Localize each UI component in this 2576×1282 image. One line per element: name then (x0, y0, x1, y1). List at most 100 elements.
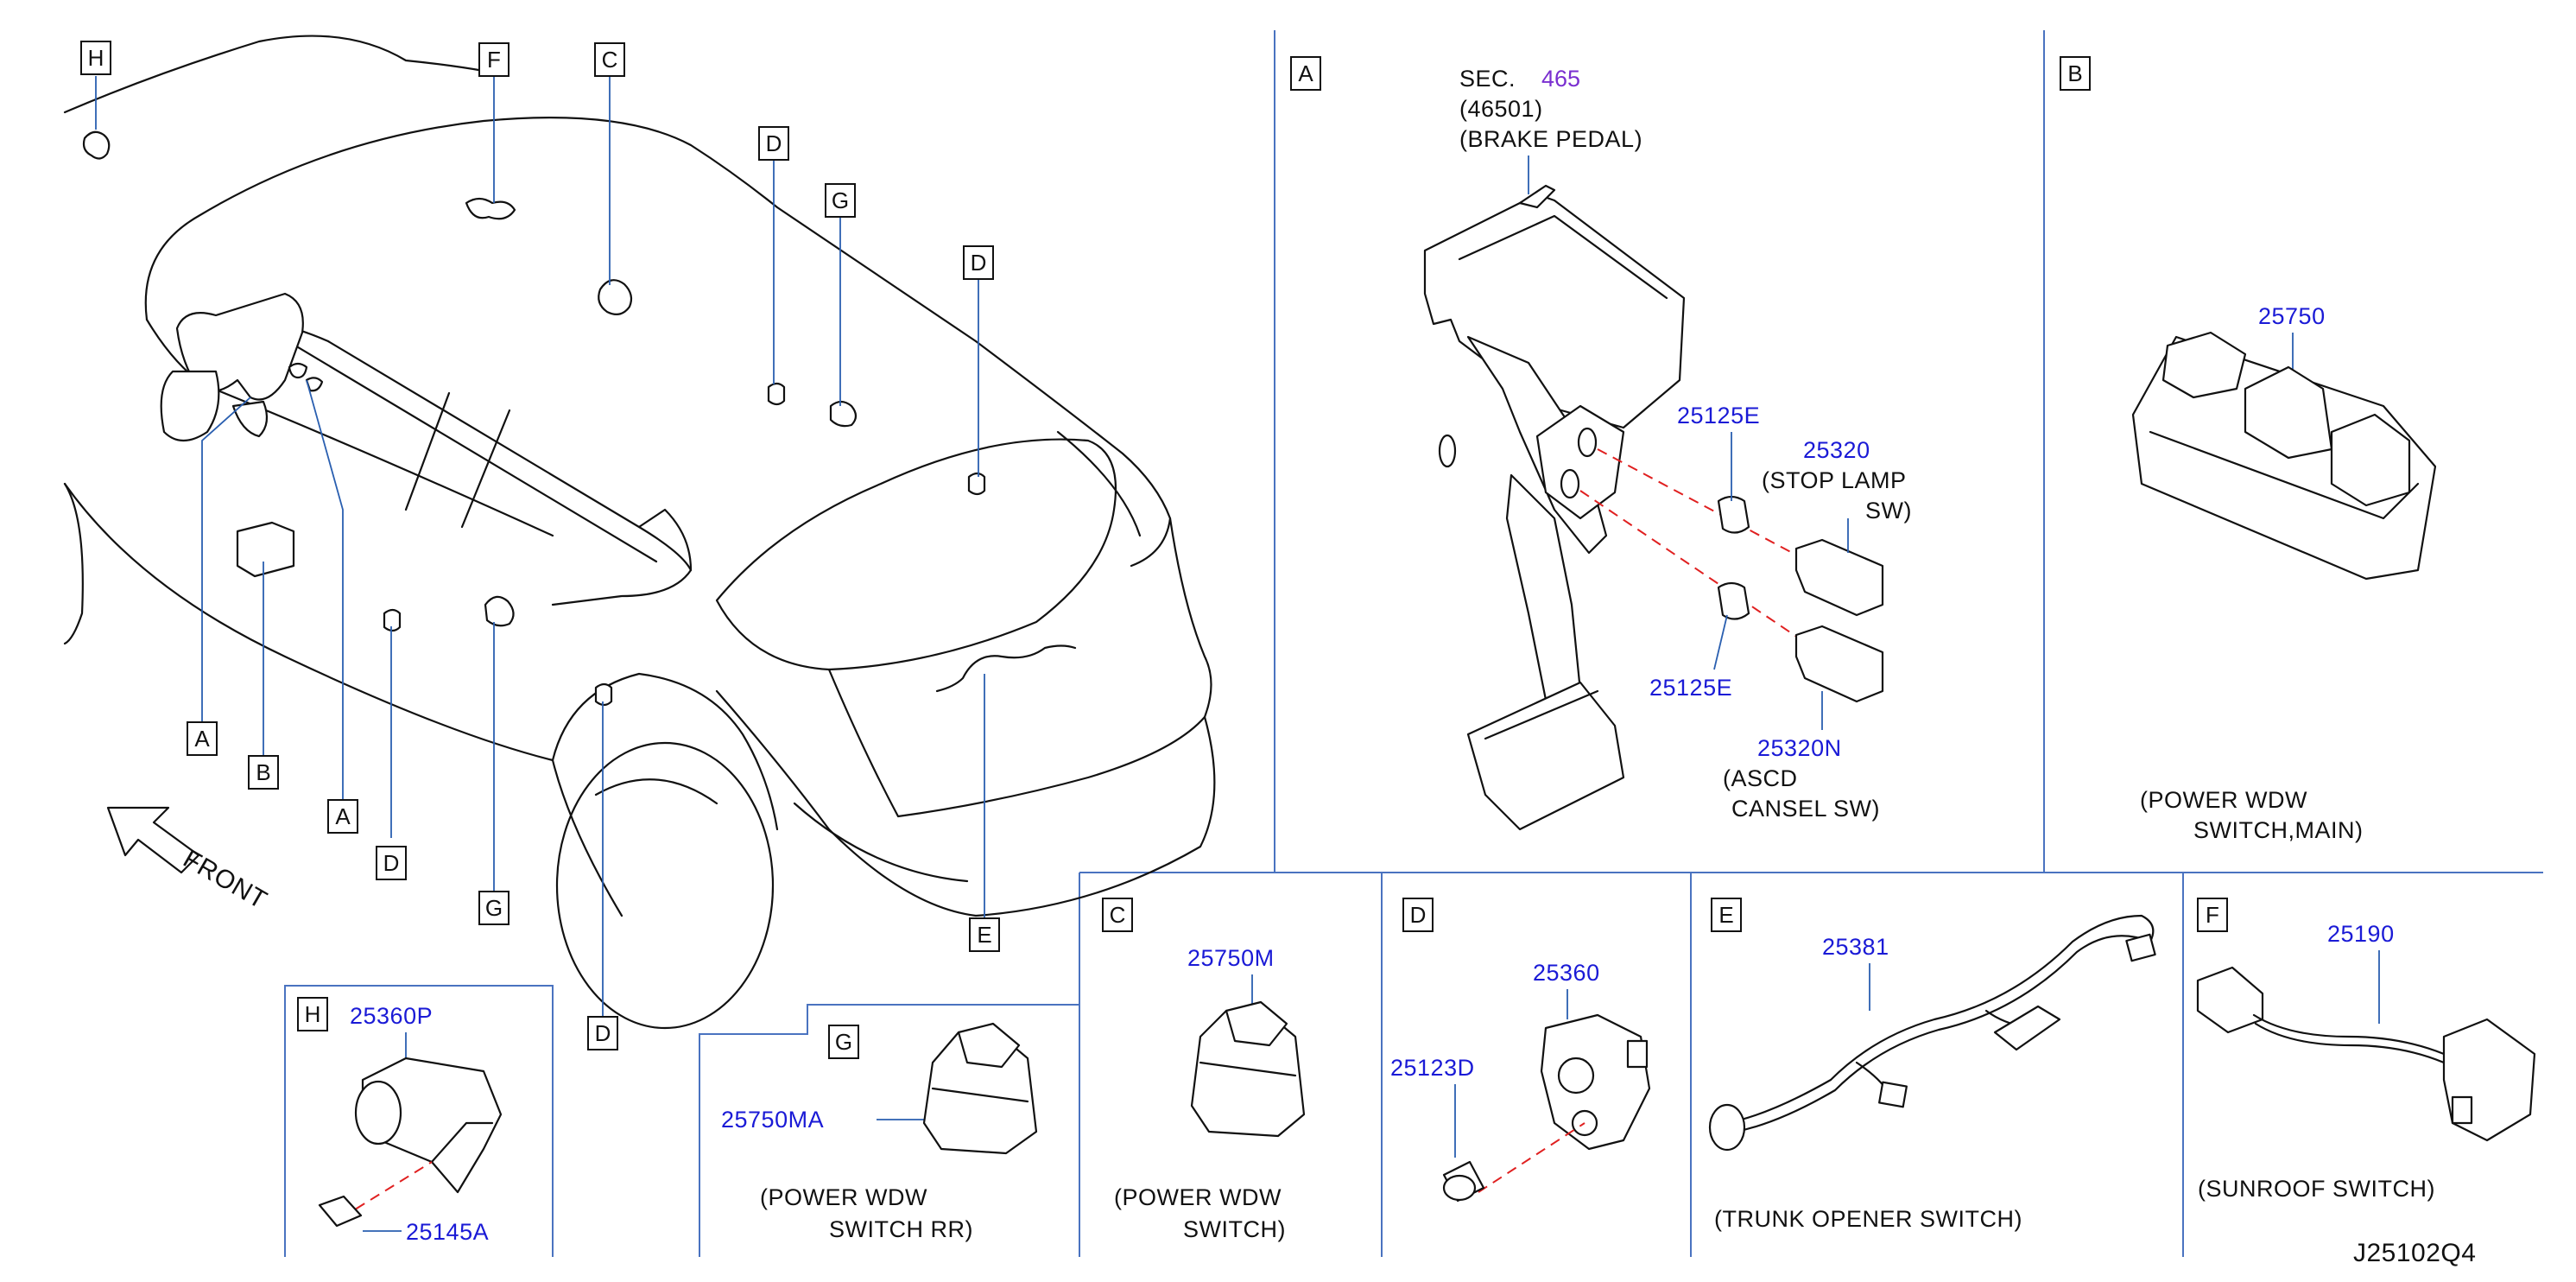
callout-f: F (478, 42, 510, 77)
panel-g-letter: G (835, 1029, 852, 1055)
ascd-label-1: (ASCD (1723, 765, 1798, 791)
rear-window-switch-illustration (922, 1022, 1038, 1155)
part-number-25190: 25190 (2327, 921, 2395, 947)
panel-d-tag (1402, 898, 1434, 932)
bushing-25125e-bottom (1717, 581, 1750, 620)
svg-text:F: F (487, 47, 501, 73)
panel-c: C 25750M (POWER WDW SWITCH) (1102, 898, 1306, 1242)
callout-c: C (594, 42, 625, 77)
panel-a-tag (1290, 56, 1321, 91)
callout-d-3: D (376, 846, 407, 880)
part-g-icon-2 (484, 595, 515, 627)
panel-e-tag (1711, 898, 1742, 932)
callout-a-2: A (327, 799, 358, 834)
sec-number: 465 (1541, 66, 1580, 92)
ascd-cancel-switch (1794, 625, 1884, 703)
part-g-icon-1 (829, 400, 858, 428)
panel-f-tag (2197, 898, 2228, 932)
panel-h: H 25360P 25145A (297, 997, 503, 1245)
panel-c-caption-1: (POWER WDW (1114, 1184, 1282, 1210)
svg-text:E: E (977, 922, 991, 948)
part-number-25750ma: 25750MA (721, 1107, 824, 1133)
panel-e-caption: (TRUNK OPENER SWITCH) (1714, 1206, 2022, 1232)
sec-part-number: (46501) (1459, 96, 1543, 122)
hatch-switch-illustration (354, 1057, 503, 1194)
main-window-switch-illustration (2131, 331, 2437, 581)
panel-b: B 25750 (POWER WDW SWITCH,MAIN) (2060, 56, 2437, 843)
panel-f: F 25190 (SUNROOF SWITCH) (2196, 898, 2536, 1202)
window-switch-illustration (1190, 1000, 1306, 1138)
callout-h: H (80, 41, 111, 75)
part-f-icon (465, 197, 516, 220)
callout-a-1: A (187, 721, 218, 756)
svg-text:D: D (595, 1020, 611, 1046)
part-number-25125e-bottom: 25125E (1649, 675, 1732, 701)
panel-h-tag (297, 997, 328, 1031)
panel-f-letter: F (2206, 902, 2219, 928)
panel-d-letter: D (1410, 902, 1427, 928)
part-number-25125e-top: 25125E (1677, 403, 1760, 428)
bushing-25125e-top (1717, 495, 1750, 534)
svg-text:A: A (194, 726, 210, 752)
panel-f-caption: (SUNROOF SWITCH) (2198, 1176, 2435, 1202)
panel-c-tag (1102, 898, 1133, 932)
panel-c-caption-2: SWITCH) (1183, 1216, 1286, 1242)
panel-g-tag (828, 1025, 859, 1059)
part-number-25320: 25320 (1803, 437, 1870, 463)
part-c-icon (598, 279, 633, 316)
front-direction-arrow: FRONT (106, 806, 272, 915)
panel-b-letter: B (2067, 60, 2082, 86)
part-number-25145a: 25145A (406, 1219, 489, 1245)
callout-g-2: G (478, 891, 510, 925)
callout-e: E (969, 917, 1000, 952)
part-b-icon (236, 521, 295, 578)
panel-h-letter: H (305, 1001, 321, 1027)
svg-text:H: H (88, 45, 104, 71)
svg-text:A: A (335, 803, 351, 829)
sec-name: (BRAKE PEDAL) (1459, 126, 1642, 152)
part-number-25360: 25360 (1533, 960, 1600, 986)
part-d-icon-2 (967, 472, 986, 496)
brake-pedal-illustration (1423, 184, 1686, 831)
vehicle-body-outline (63, 35, 1216, 1030)
callout-b: B (248, 755, 279, 790)
trunk-harness-illustration (1708, 914, 2156, 1152)
panel-dividers (284, 30, 2543, 1257)
part-d-icon-3 (383, 608, 402, 632)
panel-g: G 25750MA (POWER WDW SWITCH RR) (721, 1022, 1038, 1242)
part-number-25360p: 25360P (350, 1003, 433, 1029)
panel-c-letter: C (1110, 902, 1126, 928)
ascd-label-2: CANSEL SW) (1731, 796, 1880, 822)
callout-d-2: D (963, 245, 994, 280)
panel-b-tag (2060, 56, 2091, 91)
arrow-icon (106, 806, 200, 874)
bolt-25145a (318, 1195, 363, 1228)
svg-text:G: G (832, 187, 849, 213)
callout-g-1: G (825, 183, 856, 218)
part-e-harness-icon (935, 644, 1077, 693)
part-number-25381: 25381 (1822, 934, 1889, 960)
svg-text:D: D (383, 850, 400, 876)
overview-callouts: H F C D G D A B A D G D E (80, 41, 1000, 1050)
svg-text:D: D (766, 130, 782, 156)
panel-e: E 25381 (TRUNK OPENER SWITCH) (1708, 898, 2156, 1232)
panel-a: A SEC. 465 (46501) (BRAKE PEDAL) (1290, 56, 1912, 831)
sec-prefix: SEC. (1459, 66, 1516, 92)
figure-code: J25102Q4 (2353, 1239, 2476, 1267)
svg-text:B: B (256, 759, 270, 785)
sunroof-switch-illustration (2196, 966, 2536, 1142)
callout-d-1: D (758, 126, 789, 161)
panel-e-letter: E (1718, 902, 1733, 928)
part-number-25750m: 25750M (1187, 945, 1275, 971)
panel-a-letter: A (1298, 60, 1313, 86)
part-d-icon-4 (594, 682, 613, 707)
stop-lamp-switch (1794, 538, 1884, 617)
svg-text:G: G (485, 895, 503, 921)
part-d-icon-1 (767, 382, 786, 406)
panel-g-caption-2: SWITCH RR) (829, 1216, 973, 1242)
part-h-icon (82, 130, 111, 160)
callout-d-4: D (587, 1016, 618, 1050)
dashboard-cluster (160, 292, 324, 442)
stop-lamp-label-2: SW) (1865, 498, 1912, 524)
